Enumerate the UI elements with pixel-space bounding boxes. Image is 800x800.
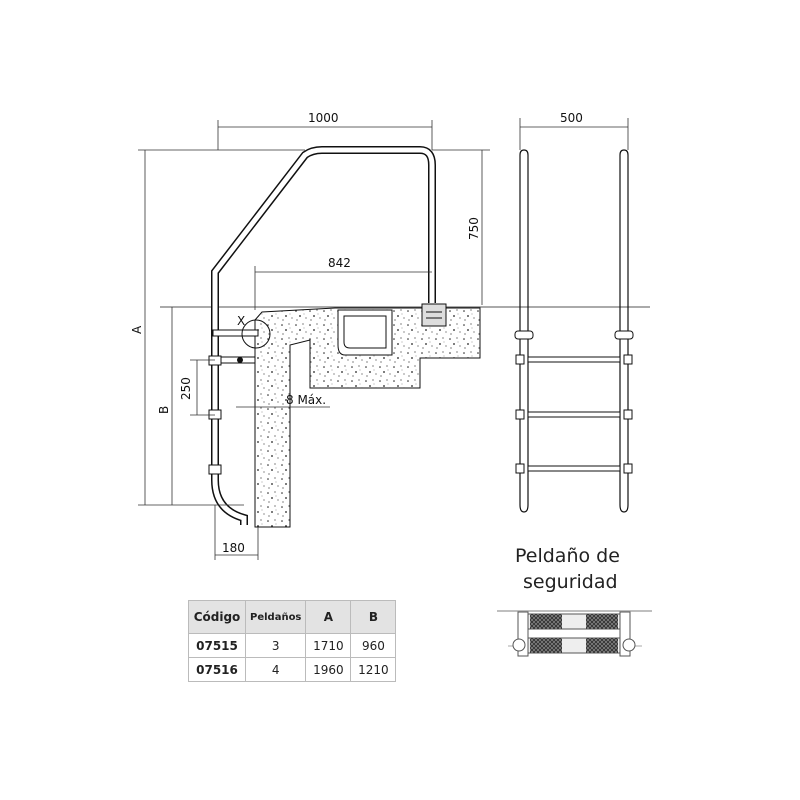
dim-180: 180 (222, 541, 245, 555)
header-codigo: Código (188, 600, 246, 634)
header-a: A (305, 600, 352, 634)
dim-750: 750 (467, 217, 481, 240)
table-header-row: Código Peldaños A B (188, 600, 397, 634)
cell-code: 07516 (188, 657, 246, 682)
skimmer-gutter (337, 309, 393, 356)
dim-8-max: 8 Máx. (286, 393, 326, 407)
dim-b: B (157, 406, 171, 414)
wall-brackets (208, 329, 259, 475)
cell-code: 07515 (188, 633, 246, 658)
header-peldanos: Peldaños (244, 600, 307, 634)
safety-step-illustration (497, 610, 652, 657)
dim-500: 500 (560, 111, 583, 125)
cell-b: 960 (350, 633, 397, 658)
detail-marker-label: X (237, 314, 245, 328)
caption-line2: seguridad (523, 571, 618, 593)
cell-a: 1960 (305, 657, 352, 682)
table-row: 07515 3 1710 960 (188, 633, 397, 658)
detail-circle (241, 319, 271, 349)
caption-line1: Peldaño de (515, 545, 620, 567)
table-row: 07516 4 1960 1210 (188, 657, 397, 682)
ladder-front-view (514, 149, 634, 513)
dim-842: 842 (328, 256, 351, 270)
dim-1000: 1000 (308, 111, 339, 125)
cell-a: 1710 (305, 633, 352, 658)
header-b: B (350, 600, 397, 634)
dim-a: A (130, 325, 144, 334)
dim-250: 250 (179, 377, 193, 400)
models-table: Código Peldaños A B 07515 3 1710 960 075… (188, 600, 397, 682)
cell-steps: 3 (244, 633, 307, 658)
pool-wall-concrete (254, 307, 481, 528)
cell-b: 1210 (350, 657, 397, 682)
cell-steps: 4 (244, 657, 307, 682)
dimension-lines (138, 118, 629, 560)
handrail-anchor (421, 303, 447, 327)
